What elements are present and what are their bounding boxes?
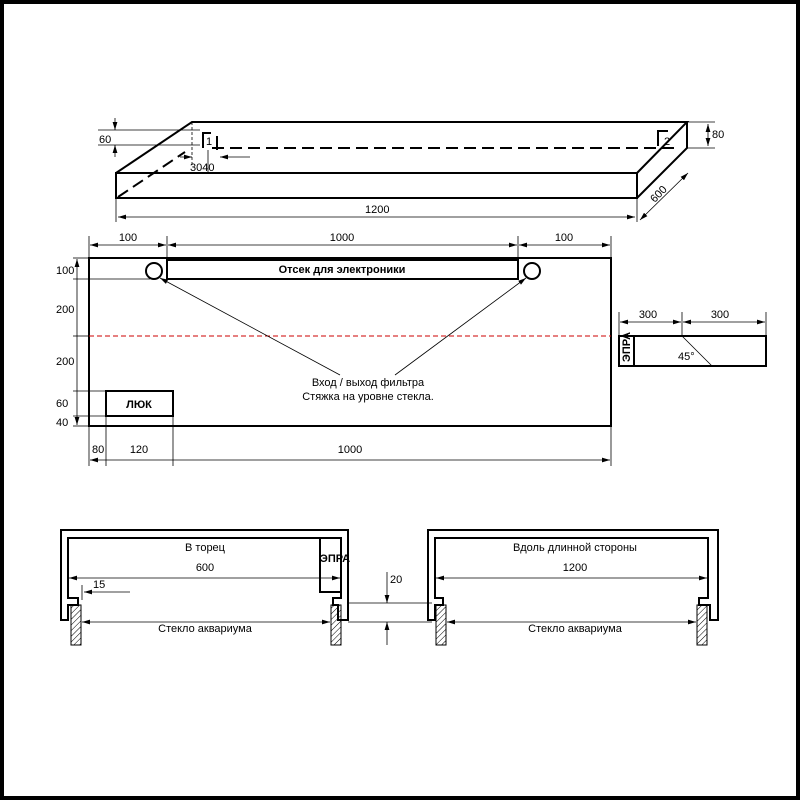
gap-dim: 20	[390, 574, 402, 586]
section-end-view: ЭПРА В торец 600 15 Стекло аквариума	[60, 529, 350, 646]
side-view: ЭПРА 45° 300 300	[618, 309, 767, 367]
dim-30-40: 3040	[190, 162, 214, 174]
end-epra-label: ЭПРА	[320, 553, 350, 565]
left-dim-2: 200	[56, 304, 74, 316]
glass-right	[696, 604, 708, 646]
filter-hole-right	[523, 262, 541, 280]
glass-left	[435, 604, 447, 646]
note-line-1: Вход / выход фильтра	[312, 377, 425, 389]
bottom-dim-2: 120	[130, 444, 148, 456]
dim-1200: 1200	[365, 204, 389, 216]
side-epra-label: ЭПРА	[621, 332, 633, 362]
side-outline	[618, 335, 767, 367]
left-dim-4: 60	[56, 398, 68, 410]
end-width: 600	[196, 562, 214, 574]
marker-2: 2	[664, 136, 670, 148]
gap-dimension: 20	[348, 572, 432, 645]
angle-label: 45°	[678, 351, 695, 363]
long-width: 1200	[563, 562, 587, 574]
inlet-1	[202, 132, 211, 148]
left-dim-3: 200	[56, 356, 74, 368]
hidden-edge-left	[117, 151, 186, 198]
bottom-dim-1: 80	[92, 444, 104, 456]
bottom-dim-3: 1000	[338, 444, 362, 456]
inlet-2	[657, 130, 668, 146]
filter-hole-left	[145, 262, 163, 280]
box-front-face	[115, 172, 638, 199]
side-dim-1: 300	[639, 309, 657, 321]
dim-80: 80	[712, 129, 724, 141]
end-title: В торец	[185, 542, 226, 554]
isometric-view: 1 2 60 3040 80 1200 600	[98, 118, 724, 222]
end-glass-label: Стекло аквариума	[158, 623, 253, 635]
hatch-label: ЛЮК	[126, 399, 152, 411]
top-dim-2: 1000	[330, 232, 354, 244]
plan-view: Отсек для электроники ЛЮК Вход / выход ф…	[56, 232, 612, 466]
electronics-compartment	[166, 259, 519, 280]
left-dim-5: 40	[56, 417, 68, 429]
section-long-view: Вдоль длинной стороны 1200 Стекло аквари…	[427, 529, 719, 646]
compartment-label: Отсек для электроники	[279, 264, 406, 276]
end-offset: 15	[93, 579, 105, 591]
glass-left	[70, 604, 82, 646]
side-dim-2: 300	[711, 309, 729, 321]
glass-right	[330, 604, 342, 646]
left-dim-1: 100	[56, 265, 74, 277]
long-title: Вдоль длинной стороны	[513, 542, 637, 554]
note-line-2: Стяжка на уровне стекла.	[302, 391, 434, 403]
epra-box	[319, 537, 342, 593]
dim-60: 60	[99, 134, 111, 146]
marker-1: 1	[206, 136, 212, 148]
long-glass-label: Стекло аквариума	[528, 623, 623, 635]
angle-line	[681, 335, 713, 367]
hatch-box	[105, 390, 174, 417]
top-dim-1: 100	[119, 232, 137, 244]
dim-600: 600	[648, 184, 669, 205]
lid-outline	[88, 257, 612, 427]
top-dim-3: 100	[555, 232, 573, 244]
